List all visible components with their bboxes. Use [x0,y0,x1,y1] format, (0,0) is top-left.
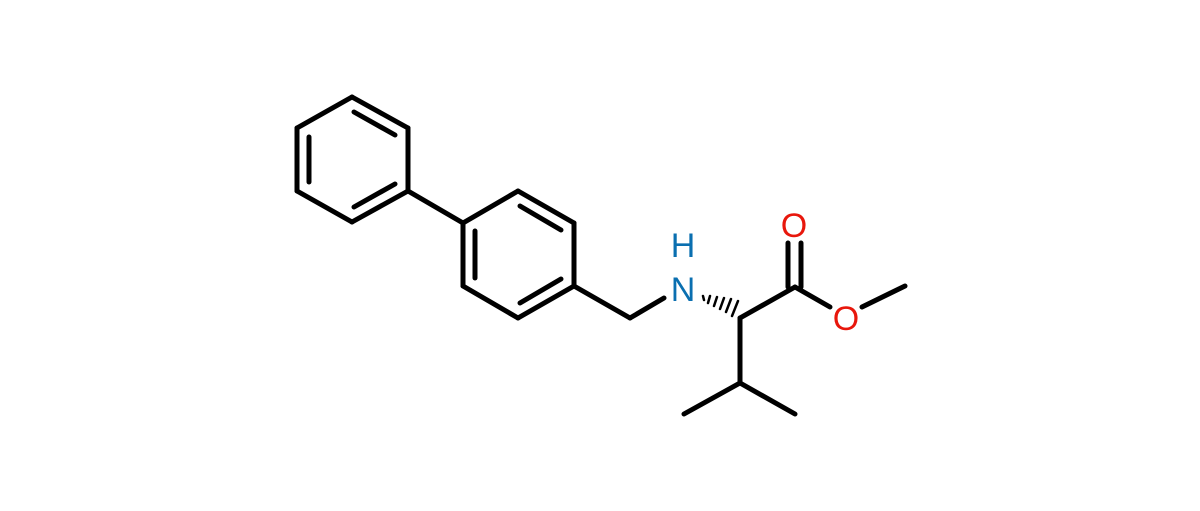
phenylene-ring [460,188,577,321]
o-methyl-bond [859,283,908,310]
ester-oxygen-label: O [833,300,859,338]
hash-line [701,294,706,302]
biaryl-bond [405,188,466,226]
carbonyl-oxygen-label: O [781,207,807,245]
alpha-carbonyl-bond [737,284,798,321]
bond [460,283,521,321]
isopropyl-methyl-bond [737,380,798,417]
hash-line [706,294,712,305]
bond [349,94,411,131]
amine-hydrogen-label: H [671,227,696,265]
bond [460,188,521,226]
hashed-wedge-bond [701,294,740,318]
bond [349,188,411,225]
double-bond-inner [517,203,564,233]
benzyl-bond [571,283,633,321]
isopropyl-methyl-bond [681,380,743,417]
ch2-n-bond [627,295,667,321]
hash-line [730,299,740,318]
bond [294,188,355,225]
ester-c-o-bond [792,284,833,310]
bond [515,188,577,226]
hash-line [718,296,726,311]
double-bond-inner [351,109,398,138]
nitrogen-label: N [671,271,696,309]
double-bond-inner [351,181,398,210]
terminal-phenyl-ring [294,94,411,225]
double-bond-inner [517,276,564,306]
hash-line [724,297,733,314]
bond [515,283,577,321]
bond [294,94,355,131]
hash-line [712,295,719,308]
